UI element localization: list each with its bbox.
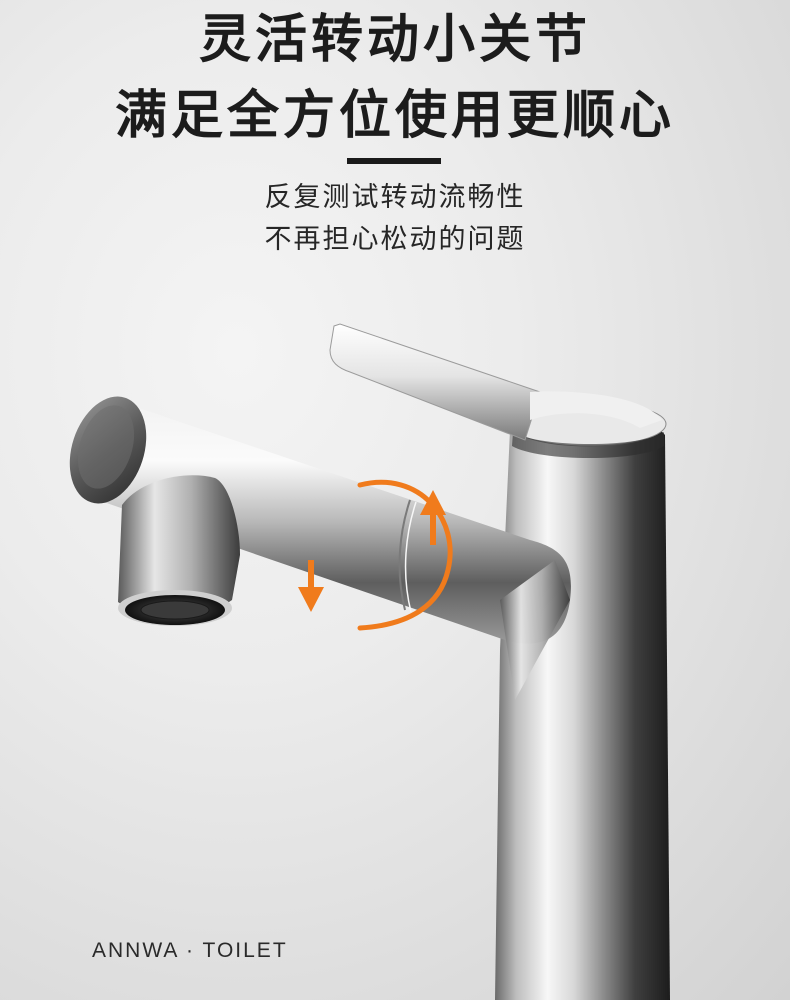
headline-line-2: 满足全方位使用更顺心: [114, 86, 675, 146]
subheadline-line-2: 不再担心松动的问题: [264, 224, 526, 255]
brand-label: ANNWA · TOILET: [92, 939, 288, 962]
headline-line-1: 灵活转动小关节: [198, 10, 591, 70]
title-divider: [347, 158, 441, 164]
subheadline-line-1: 反复测试转动流畅性: [264, 182, 526, 213]
rotation-arrows-icon: [298, 479, 453, 631]
